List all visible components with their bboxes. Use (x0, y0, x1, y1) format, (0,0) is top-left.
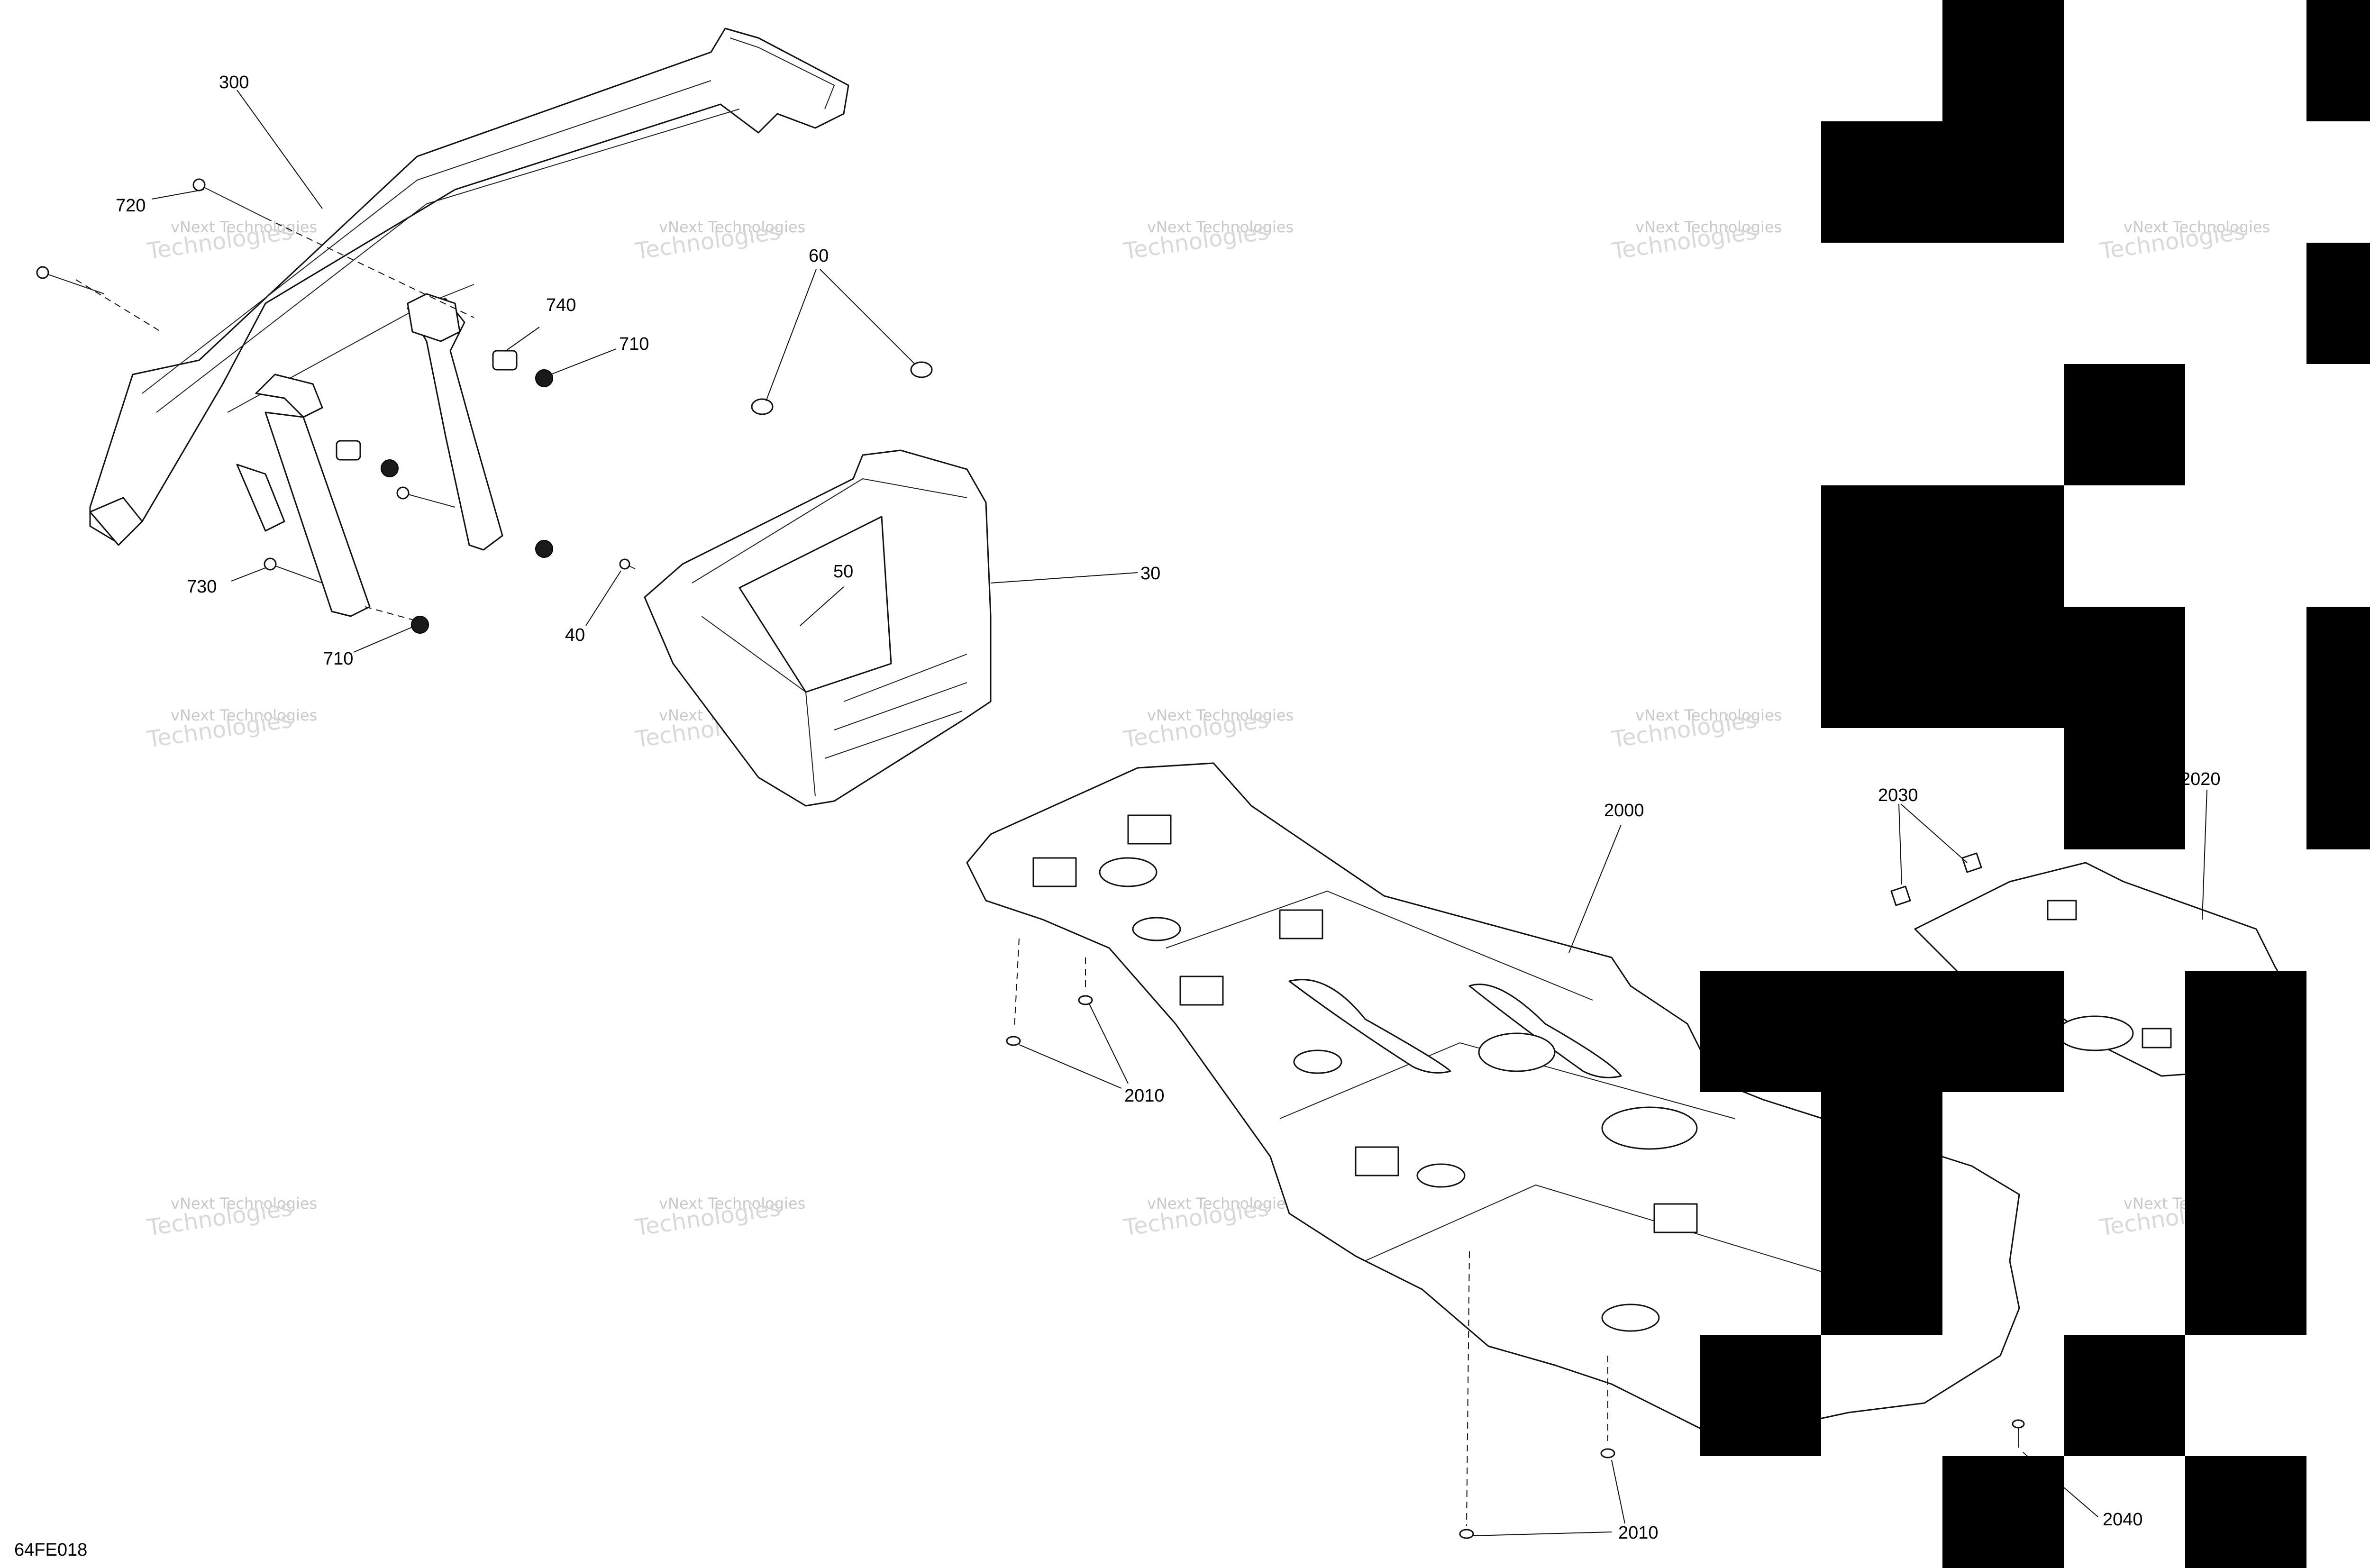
vent-grille (2142, 1028, 2172, 1048)
redaction-block (2064, 607, 2185, 849)
redaction-block (1942, 1456, 2064, 1568)
watermark-text: vNext Technologies (1147, 706, 1294, 724)
push-rivet (1006, 1036, 1021, 1046)
watermark: vNext Technologies Technologies (1610, 218, 1782, 265)
redaction-block (2306, 243, 2370, 364)
redaction-block (1821, 1092, 1942, 1335)
callout-40: 40 (565, 625, 585, 645)
callout-710-upper: 710 (619, 334, 649, 354)
redaction-block (2064, 1335, 2185, 1456)
clip (910, 361, 933, 378)
watermark: vNext Technologies Technologies (2098, 218, 2270, 265)
vent-grille (1179, 975, 1224, 1006)
callout-720: 720 (116, 196, 146, 216)
vent-grille (1653, 1203, 1698, 1233)
watermark: vNext Technologies Technologies (1121, 1194, 1294, 1241)
watermark: vNext Technologies Technologies (145, 1194, 317, 1241)
callout-2020: 2020 (2180, 769, 2221, 789)
callout-2010-lower: 2010 (1618, 1523, 1659, 1543)
screw-head (619, 558, 630, 570)
watermark-text: vNext Technologies (2124, 218, 2270, 236)
nut (381, 459, 399, 477)
nut (411, 616, 429, 634)
drawing-code: 64FE018 (14, 1540, 87, 1560)
watermark-text: vNext Technologies (171, 1194, 317, 1212)
watermark: vNext Technologies Technologies (1121, 706, 1294, 753)
skid-plate-part (966, 762, 2020, 1442)
redaction-block (1700, 971, 2064, 1092)
callout-730: 730 (187, 577, 217, 597)
bolt-head (396, 486, 410, 500)
push-rivet (1078, 995, 1093, 1005)
skid-plate-fasteners (1006, 938, 2025, 1539)
vent-grille (1279, 909, 1323, 939)
watermark-text: vNext Technologies (659, 218, 805, 236)
clip (751, 398, 774, 415)
callout-30: 30 (1140, 564, 1160, 583)
watermark: vNext Technologies Technologies (145, 218, 317, 265)
callout-2010-upper: 2010 (1124, 1086, 1165, 1106)
callout-2030: 2030 (1878, 785, 1918, 805)
front-panel-part (644, 449, 992, 807)
watermark-text: vNext Technologies (171, 706, 317, 724)
clip (1890, 885, 1911, 906)
watermark-text: vNext Technologies (1635, 706, 1782, 724)
bolt-head (36, 266, 49, 279)
watermark-text: vNext Technologies (1147, 218, 1294, 236)
watermark-text: vNext Technologies (1147, 1194, 1294, 1212)
redaction-block (2306, 607, 2370, 849)
watermark-text: vNext Technologies (659, 1194, 805, 1212)
callout-710-lower: 710 (323, 649, 353, 669)
watermark: vNext Technologies Technologies (1121, 218, 1294, 265)
watermark: vNext Technologies Technologies (633, 1194, 805, 1241)
redaction-block (1821, 121, 1942, 243)
spacer (492, 350, 518, 371)
redaction-block (2064, 364, 2185, 485)
vent-grille (2047, 900, 2077, 921)
redaction-block (2185, 971, 2306, 1335)
spacer (336, 440, 361, 461)
callout-50: 50 (833, 562, 853, 582)
watermark: vNext Technologies Technologies (633, 218, 805, 265)
callout-300: 300 (219, 73, 249, 92)
redaction-block (2306, 0, 2370, 121)
callout-labels: 300 720 60 740 710 730 710 40 50 30 2000… (116, 73, 2221, 1543)
vent-grille (1127, 814, 1172, 845)
callout-2000: 2000 (1604, 801, 1644, 820)
redaction-block (2185, 1456, 2306, 1568)
redaction-blocks (1700, 0, 2370, 1568)
push-rivet (1459, 1529, 1474, 1539)
watermark-text: vNext Technologies (171, 218, 317, 236)
bumper-frame-part (89, 27, 849, 617)
callout-2040: 2040 (2103, 1510, 2143, 1530)
watermark-text: vNext Technologies (1635, 218, 1782, 236)
clip (1961, 852, 1982, 873)
nut (535, 540, 553, 558)
callout-60: 60 (809, 246, 829, 266)
watermark: vNext Technologies Technologies (1610, 706, 1782, 753)
callout-740: 740 (546, 295, 576, 315)
nut (535, 369, 553, 387)
push-rivet (1600, 1448, 1615, 1459)
bumper-hardware (36, 178, 553, 634)
bolt-head (192, 178, 206, 191)
screw-head (2012, 1419, 2025, 1429)
redaction-block (1700, 1335, 1821, 1456)
bolt-head (264, 557, 277, 571)
vent-grille (1355, 1146, 1399, 1176)
redaction-block (1942, 0, 2064, 243)
redaction-block (1821, 485, 2064, 728)
watermark: vNext Technologies Technologies (145, 706, 317, 753)
vent-grille (1032, 857, 1077, 887)
